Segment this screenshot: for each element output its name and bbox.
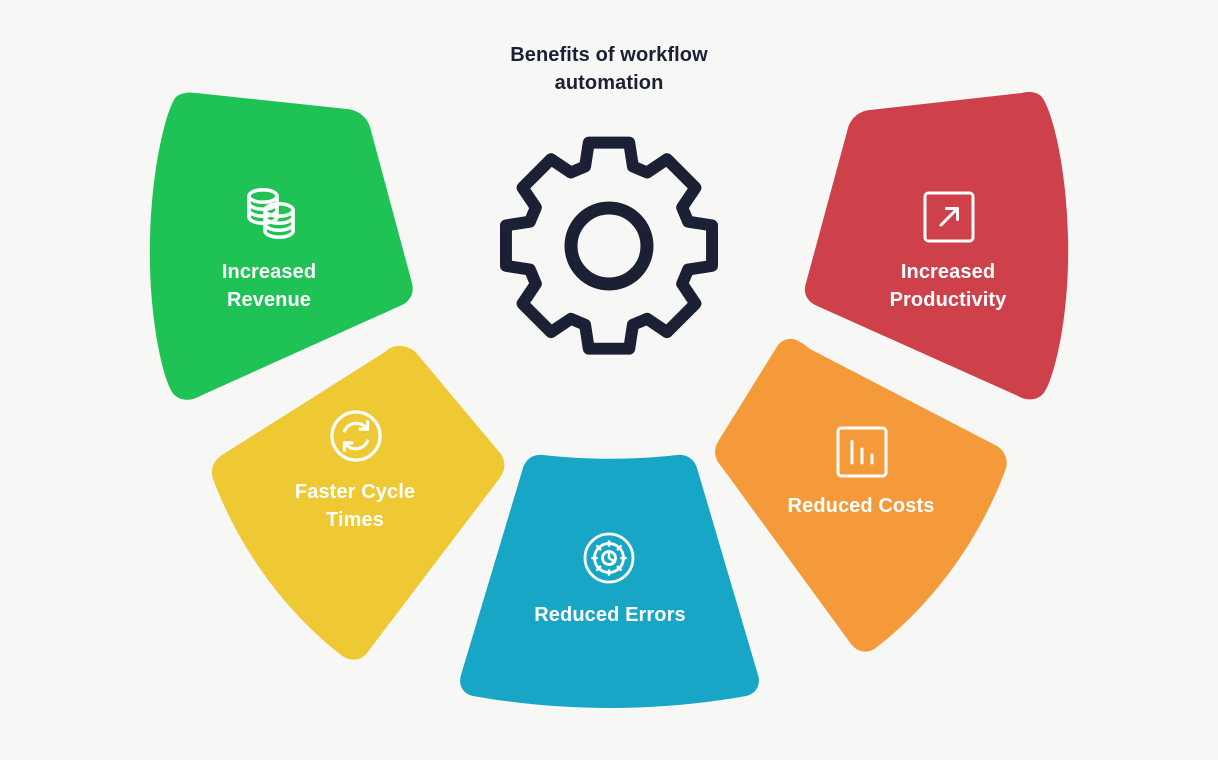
refresh-circle-icon: [330, 410, 382, 462]
segment-shape-increased-revenue[interactable]: [149, 92, 413, 400]
segment-reduced-costs[interactable]: Reduced Costs: [715, 338, 1007, 652]
page-title: Benefits of workflow automation: [510, 44, 708, 94]
segment-label-increased-productivity-line1: Increased: [901, 261, 995, 283]
coins-stack-icon: [247, 188, 295, 239]
segment-faster-cycle-times[interactable]: Faster Cycle Times: [211, 345, 505, 660]
segment-shape-faster-cycle-times[interactable]: [211, 345, 505, 660]
center-gear-icon: [499, 136, 719, 355]
segment-label-increased-revenue-line1: Increased: [222, 261, 316, 283]
segment-increased-revenue[interactable]: Increased Revenue: [149, 92, 413, 400]
segment-label-faster-cycle-times-line1: Faster Cycle: [295, 481, 415, 503]
gear-outer-teeth: [499, 136, 719, 355]
segment-label-increased-productivity-line2: Productivity: [890, 289, 1008, 311]
bar-chart-box-icon: [836, 426, 888, 478]
gear-circle-icon: [583, 532, 635, 584]
segment-label-reduced-costs-line1: Reduced Costs: [788, 495, 935, 517]
segment-reduced-errors[interactable]: Reduced Errors: [460, 454, 759, 708]
segment-shape-increased-productivity[interactable]: [804, 92, 1069, 400]
segment-label-faster-cycle-times-line2: Times: [326, 509, 384, 531]
segment-label-reduced-errors-line1: Reduced Errors: [534, 604, 685, 626]
gear-inner-hole: [564, 201, 654, 291]
segment-increased-productivity[interactable]: Increased Productivity: [804, 92, 1069, 400]
arrow-up-right-box-icon: [923, 191, 975, 243]
segment-label-increased-revenue-line2: Revenue: [227, 289, 311, 311]
segment-shape-reduced-costs[interactable]: [715, 338, 1007, 652]
